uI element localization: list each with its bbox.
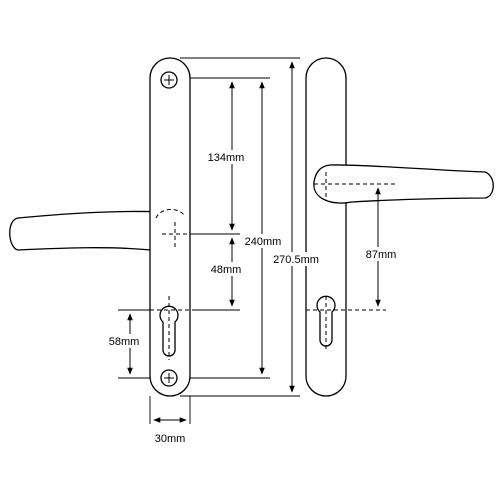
left-backplate — [149, 57, 191, 397]
dim-240-label: 240mm — [245, 236, 282, 248]
dim-134-label: 134mm — [208, 152, 245, 164]
dim-270-label: 270.5mm — [273, 254, 319, 266]
dim-58-label: 58mm — [109, 336, 140, 348]
right-cylinder-cutout-icon — [316, 295, 336, 347]
dim-30-label: 30mm — [155, 433, 186, 445]
right-backplate — [305, 57, 347, 397]
bottom-screw-icon — [160, 369, 178, 387]
dim-87-label: 87mm — [366, 249, 397, 261]
top-screw-icon — [160, 71, 178, 89]
right-lever-handle — [313, 164, 494, 204]
dim-48-label: 48mm — [211, 264, 242, 276]
extension-lines — [118, 57, 300, 424]
left-handle-rose — [155, 209, 186, 219]
